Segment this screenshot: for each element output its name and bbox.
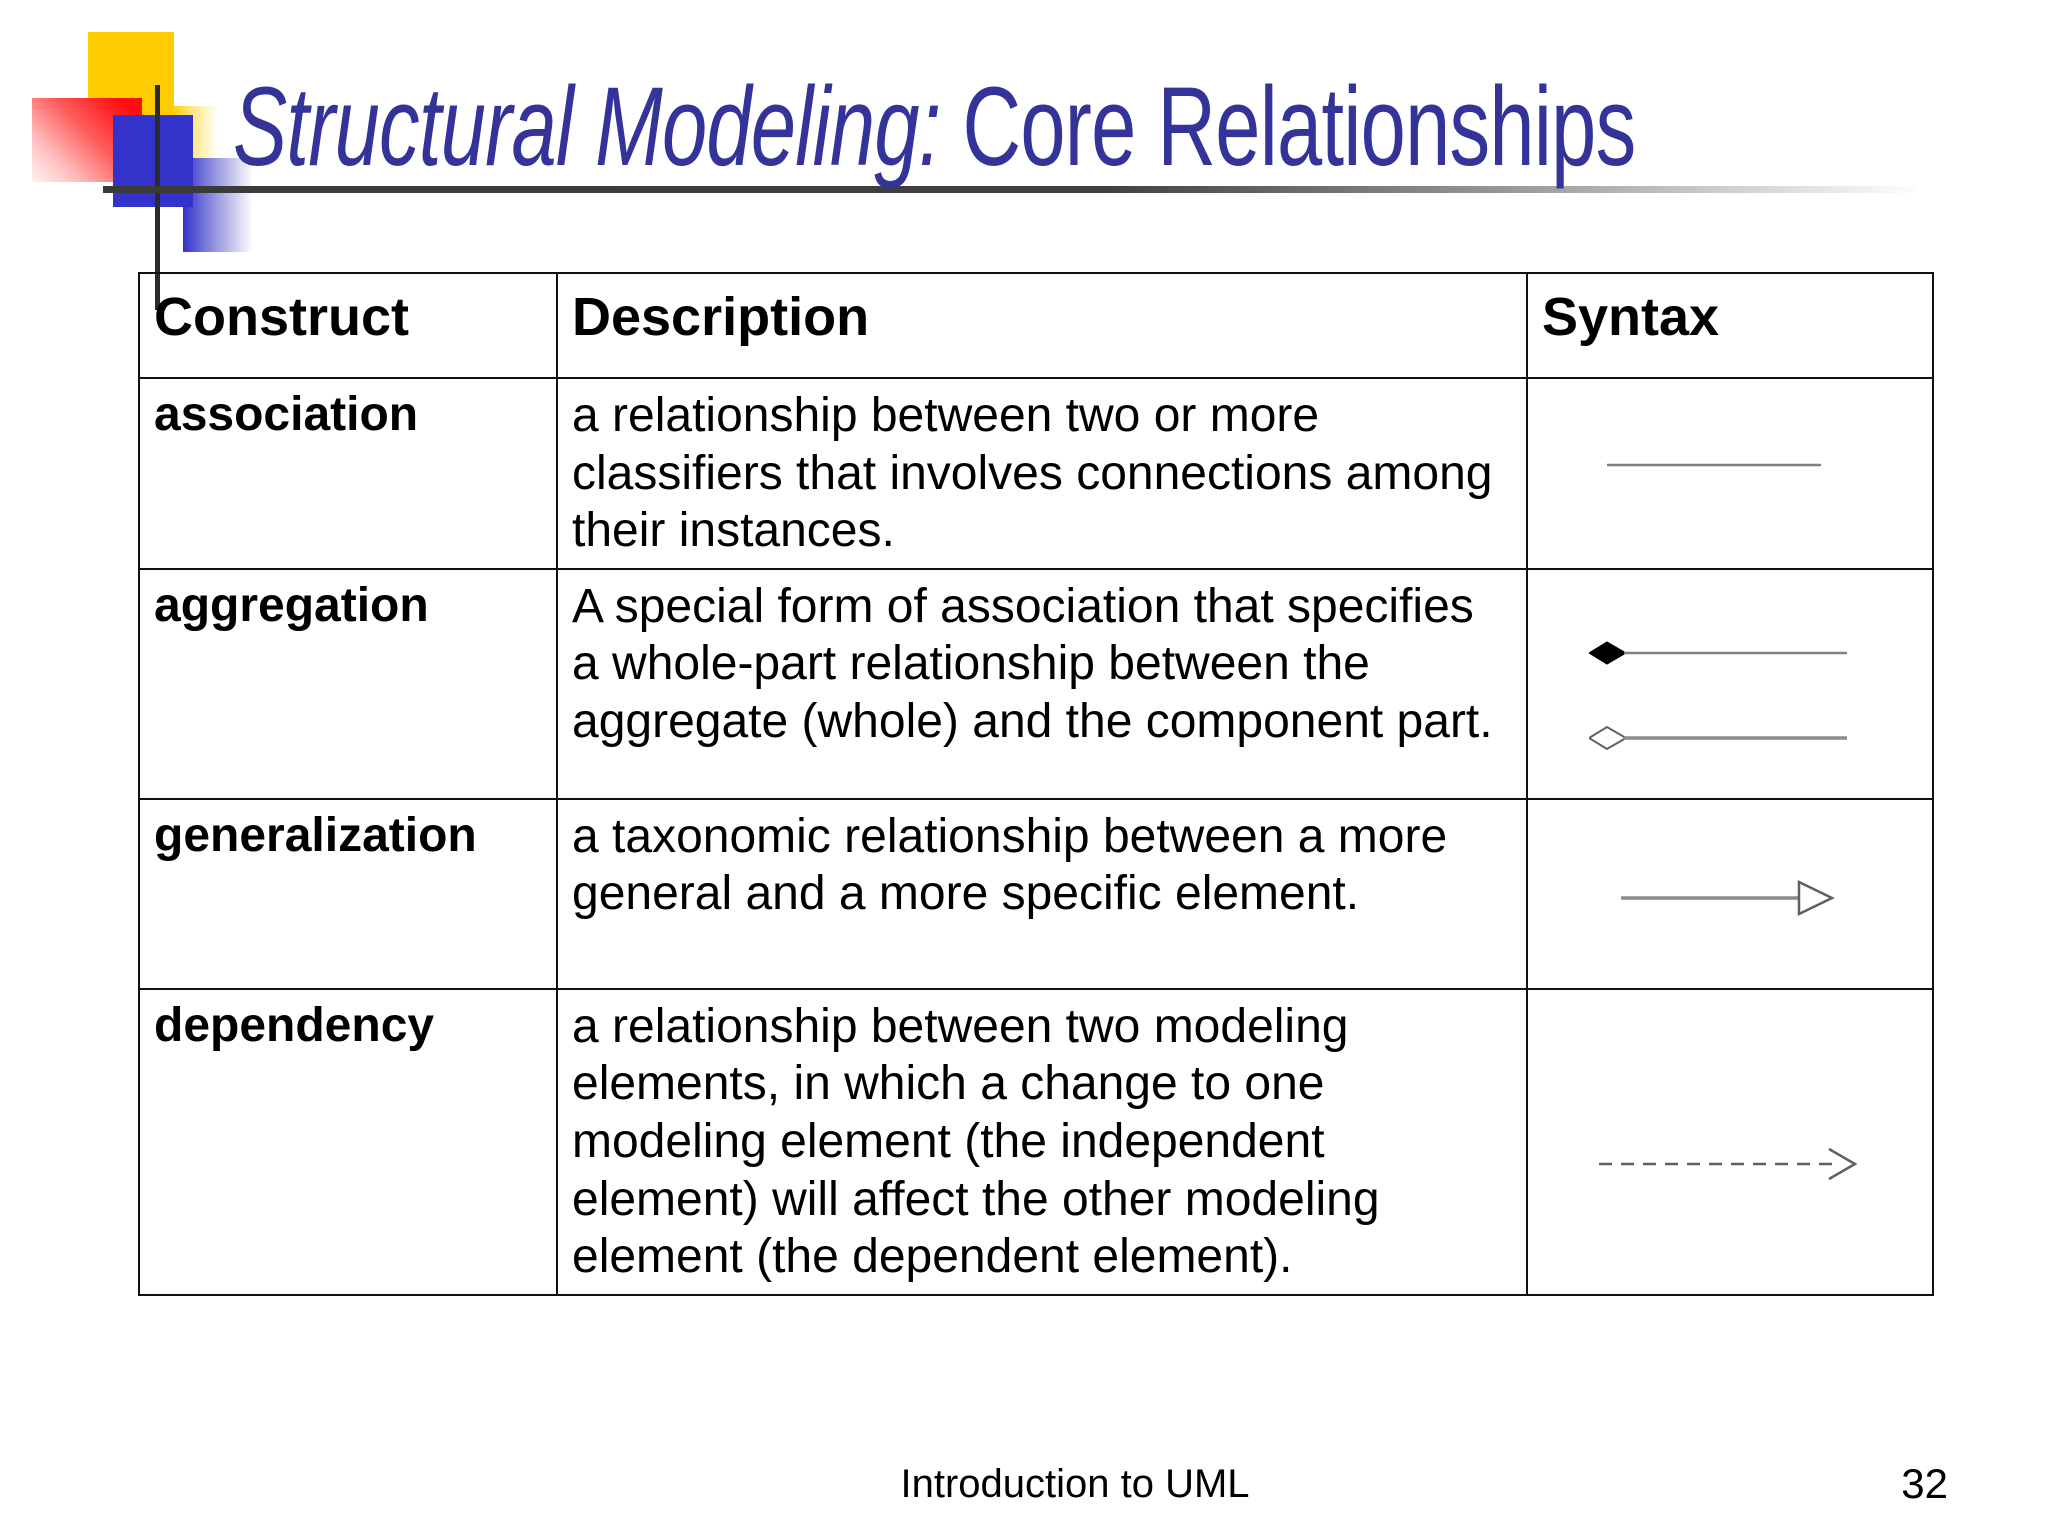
generalization-arrow-icon	[1621, 879, 1835, 916]
construct-label: association	[138, 377, 558, 570]
description-text: a relationship between two modeling elem…	[556, 987, 1528, 1296]
header-construct: Construct	[138, 272, 558, 379]
table-row-aggregation: aggregation A special form of associatio…	[138, 567, 1934, 800]
core-relationships-table: Construct Description Syntax association…	[138, 272, 1934, 1296]
syntax-cell	[1526, 987, 1934, 1296]
association-line-icon	[1607, 463, 1821, 467]
header-syntax: Syntax	[1526, 272, 1934, 379]
description-text: a relationship between two or more class…	[556, 377, 1528, 570]
construct-label: dependency	[138, 987, 558, 1296]
blue-square-decoration	[113, 115, 193, 207]
slide-title-regular-part: Core Relationships	[940, 64, 1636, 189]
syntax-cell	[1526, 377, 1934, 570]
description-text: a taxonomic relationship between a more …	[556, 797, 1528, 990]
vertical-line-decoration	[155, 85, 160, 310]
dependency-dashed-arrow-icon	[1599, 1147, 1858, 1180]
construct-label: aggregation	[138, 567, 558, 800]
blue-square-shadow	[183, 158, 257, 252]
composition-filled-diamond-icon	[1589, 641, 1847, 750]
slide-title: Structural Modeling: Core Relationships	[233, 54, 1636, 200]
header-description: Description	[556, 272, 1528, 379]
table-row-generalization: generalization a taxonomic relationship …	[138, 797, 1934, 990]
construct-label: generalization	[138, 797, 558, 990]
syntax-cell	[1526, 797, 1934, 990]
title-underline-rule	[103, 186, 1915, 193]
slide-page-number: 32	[1901, 1460, 1948, 1507]
description-text: A special form of association that speci…	[556, 567, 1528, 800]
syntax-cell	[1526, 567, 1934, 800]
table-row-dependency: dependency a relationship between two mo…	[138, 987, 1934, 1296]
table-header-row: Construct Description Syntax	[138, 272, 1934, 379]
slide-title-italic-part: Structural Modeling:	[233, 64, 941, 189]
table-row-association: association a relationship between two o…	[138, 377, 1934, 570]
footer-course-title: Introduction to UML	[900, 1462, 1250, 1506]
